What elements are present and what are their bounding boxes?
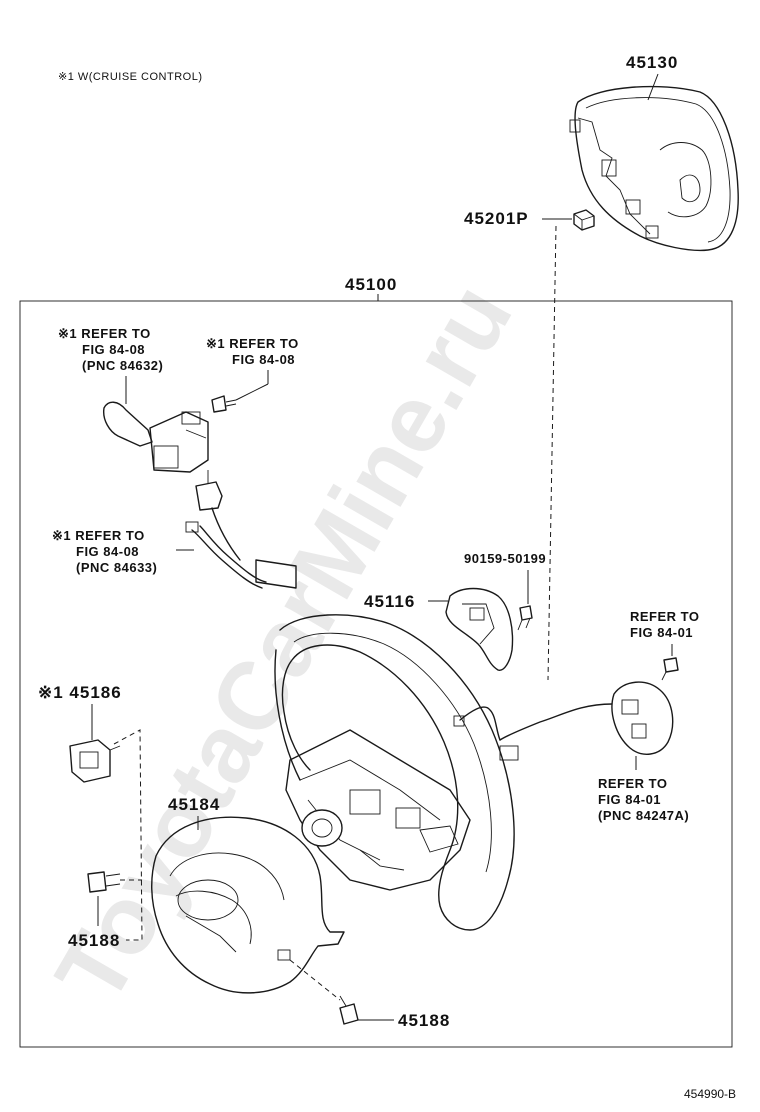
- ref-d-line1: REFER TO: [630, 609, 700, 624]
- switch-screw: [211, 395, 237, 413]
- airbag-pad-45130: [569, 85, 739, 252]
- dashed-link-45186: [113, 729, 143, 941]
- ref-d-line2[interactable]: FIG 84-01: [630, 625, 693, 640]
- assembly-frame: [19, 300, 733, 1048]
- leader-45130: [647, 73, 659, 101]
- part-number-45188-bottom[interactable]: 45188: [398, 1011, 450, 1030]
- part-number-45100[interactable]: 45100: [345, 275, 397, 294]
- ref-b-line2[interactable]: FIG 84-08: [232, 352, 295, 367]
- steering-pad-switch: [453, 681, 674, 761]
- cover-45116: [445, 587, 514, 671]
- watermark: ToyotaCarMine.ru: [36, 266, 533, 1020]
- ref-a-line2[interactable]: FIG 84-08: [82, 342, 145, 357]
- dashed-link-45201P: [547, 225, 557, 681]
- ref-b-line1: ※1 REFER TO: [206, 336, 299, 351]
- part-number-90159-50199[interactable]: 90159-50199: [464, 551, 546, 566]
- screw-45188-left: [87, 871, 121, 893]
- cruise-control-note: ※1 W(CRUISE CONTROL): [58, 71, 203, 83]
- part-number-45186[interactable]: ※1 45186: [38, 683, 122, 702]
- combination-switch: [103, 401, 297, 589]
- part-number-45188-left[interactable]: 45188: [68, 931, 120, 950]
- leader-ref-b: [235, 383, 269, 401]
- screw-45188-bottom: [339, 995, 359, 1025]
- ref-e-line3: (PNC 84247A): [598, 808, 689, 823]
- ref-c-line2[interactable]: FIG 84-08: [76, 544, 139, 559]
- ref-a-line1: ※1 REFER TO: [58, 326, 151, 341]
- ref-c-line1: ※1 REFER TO: [52, 528, 145, 543]
- plug-45201P: [573, 209, 595, 231]
- dashed-link-45188-bottom: [289, 959, 341, 1001]
- ref-c-line3: (PNC 84633): [76, 560, 157, 575]
- part-number-45184[interactable]: 45184: [168, 795, 220, 814]
- part-number-45201P[interactable]: 45201P: [464, 209, 529, 228]
- figure-id: 454990-B: [684, 1087, 736, 1101]
- screw-90159: [517, 605, 533, 631]
- ref-e-line2[interactable]: FIG 84-01: [598, 792, 661, 807]
- steering-wheel: [274, 614, 515, 931]
- ref-e-line1: REFER TO: [598, 776, 668, 791]
- ref-a-line3: (PNC 84632): [82, 358, 163, 373]
- part-number-45116[interactable]: 45116: [364, 592, 415, 611]
- lower-cover-45184: [151, 816, 345, 994]
- pad-switch-screw: [661, 657, 679, 681]
- bracket-45186: [69, 739, 121, 783]
- part-number-45130[interactable]: 45130: [626, 53, 678, 72]
